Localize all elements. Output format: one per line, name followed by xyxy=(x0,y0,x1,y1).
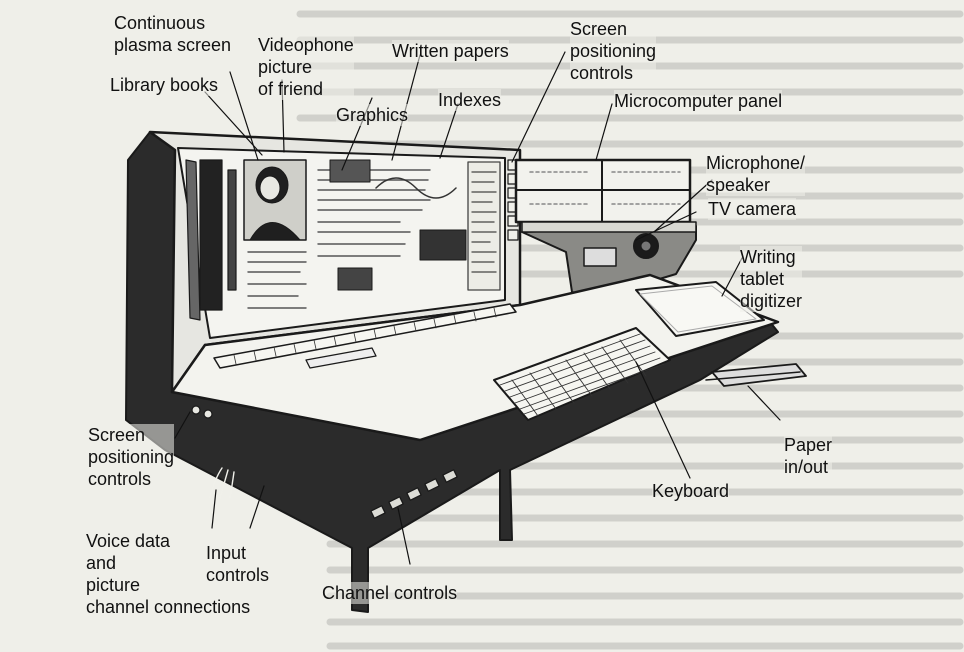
label-written-papers: Written papers xyxy=(392,40,509,62)
videophone-picture xyxy=(243,159,307,241)
leader-lines xyxy=(174,51,781,565)
label-paper-in-out: Paper in/out xyxy=(784,434,833,478)
microcomputer-panel xyxy=(514,158,692,224)
lower-positioning-knobs xyxy=(191,405,213,419)
label-writing-tablet-digitizer: Writing tablet digitizer xyxy=(740,246,803,312)
label-screen-positioning-controls-bottom: Screen positioning controls xyxy=(88,424,175,490)
label-screen-positioning-controls-top: Screen positioning controls xyxy=(570,18,657,84)
input-controls-strip xyxy=(213,303,517,369)
label-microphone-speaker: Microphone/ speaker xyxy=(706,152,806,196)
label-library-books: Library books xyxy=(110,74,219,96)
label-channel-controls: Channel controls xyxy=(322,582,458,604)
label-videophone-picture: Videophone picture of friend xyxy=(258,34,354,100)
indexes-area xyxy=(467,161,501,291)
workstation-illustration xyxy=(125,51,807,613)
label-tv-camera: TV camera xyxy=(708,198,797,220)
label-input-controls: Input controls xyxy=(206,542,270,586)
label-microcomputer-panel: Microcomputer panel xyxy=(614,90,783,112)
paper-slot xyxy=(705,363,807,387)
graphics-area xyxy=(329,159,467,291)
library-books-area xyxy=(185,159,237,321)
channel-controls xyxy=(370,469,458,519)
label-indexes: Indexes xyxy=(438,89,502,111)
writing-tablet-digitizer xyxy=(635,281,765,337)
desk-surface xyxy=(170,273,780,442)
label-continuous-plasma-screen: Continuous plasma screen xyxy=(114,12,232,56)
label-keyboard: Keyboard xyxy=(652,480,730,502)
label-graphics: Graphics xyxy=(336,104,409,126)
channel-connection-cables xyxy=(209,467,235,499)
